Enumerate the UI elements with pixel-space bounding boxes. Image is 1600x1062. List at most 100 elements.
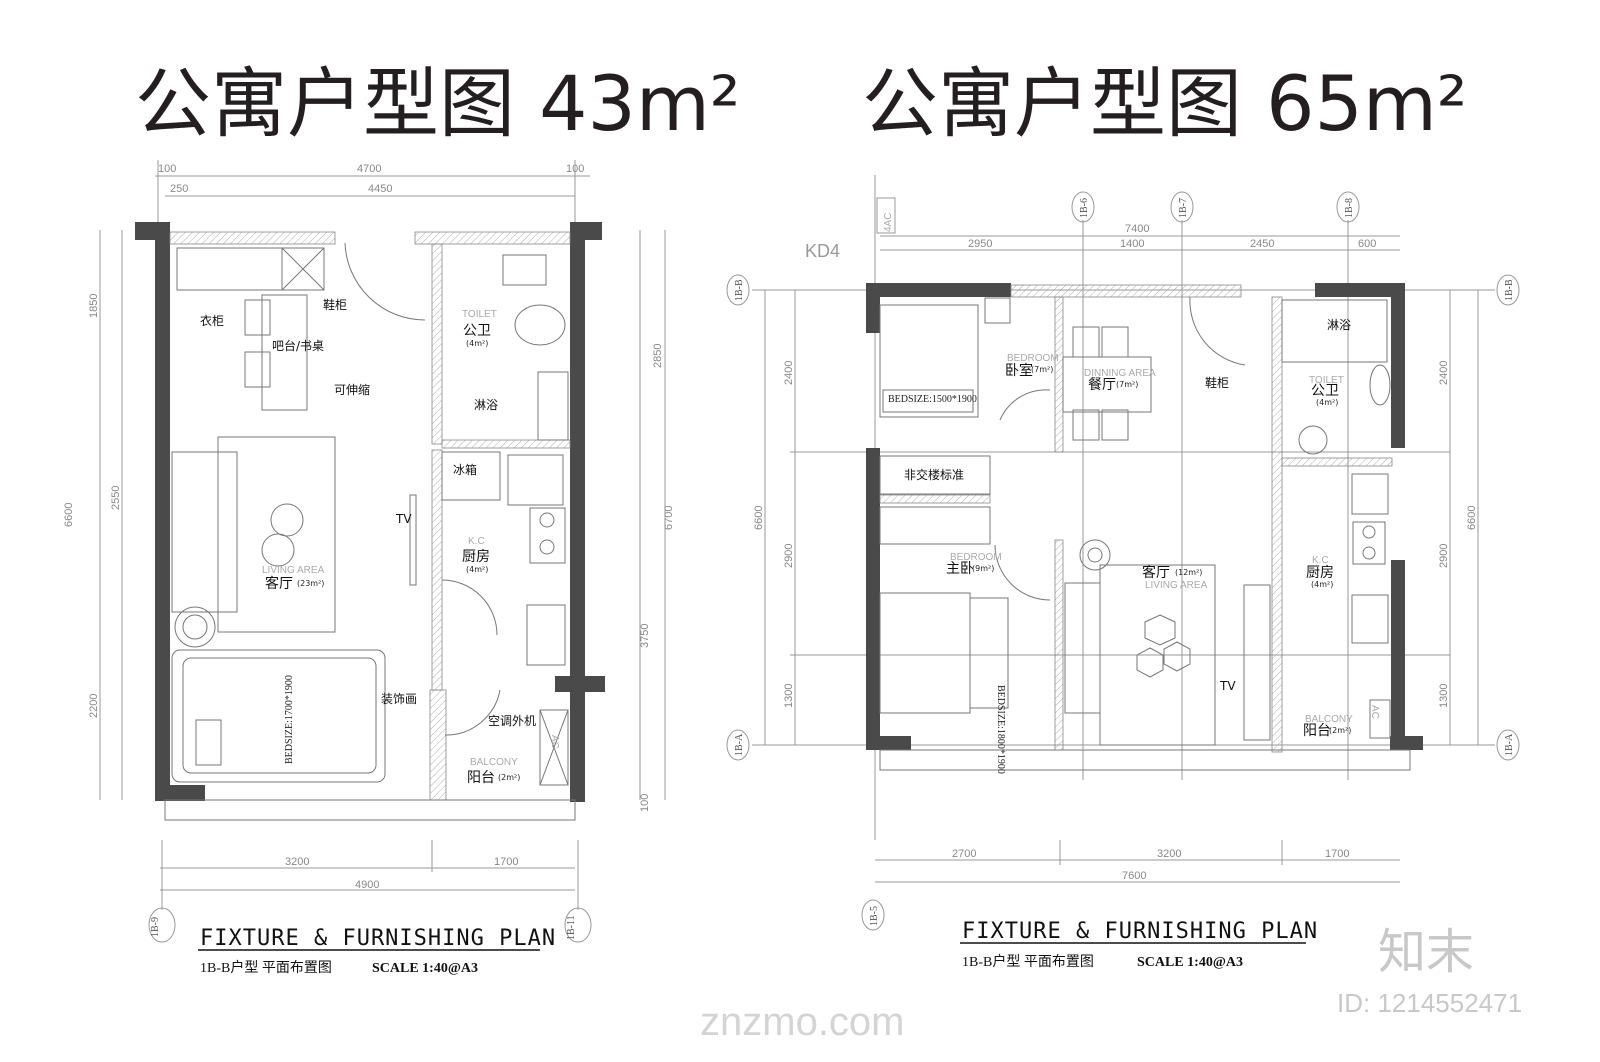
room-area: (4m²) [1316,398,1338,407]
wall-hatched [879,494,991,504]
wall [555,676,605,692]
room-label-en: TOILET [462,309,497,320]
room-label-en: K.C [1312,555,1329,566]
dim-bottom: 3200 [285,856,309,868]
room-label: 客厅 [265,575,293,592]
wall-hatched [1010,284,1242,298]
plan-title-65: 公寓户型图 65m² [862,59,1467,148]
dim-left: 2400 [783,361,795,385]
room-label: 阳台 [467,770,495,786]
room-area: (4m²) [1311,580,1333,589]
axis-bubble [861,899,885,931]
ac-label: AC [549,735,560,749]
wall-hatched [1281,457,1393,467]
bed-size: BEDSIZE:1700*1900 [284,675,295,764]
room-label: 淋浴 [474,398,498,412]
room-label-en: BEDROOM [1007,353,1059,364]
dim-left: 2900 [783,544,795,568]
dim-bottom: 4900 [355,879,379,891]
wall [1391,560,1405,750]
room-label-en: BEDROOM [950,552,1002,563]
watermark-site: znzmo.com [700,1000,905,1044]
ac-label: 4AC [883,213,894,232]
dim-bottom: 2700 [952,848,976,860]
room-label-en: TOILET [1309,375,1344,386]
dim-top: 100 [158,163,176,175]
room-label: 非交楼标准 [904,467,964,482]
axis-label: 1B-9 [150,917,161,937]
room-label: 吧台/书桌 [272,338,324,353]
room-label: 衣柜 [200,313,224,328]
watermark-logo: 知末 [1378,924,1474,980]
room-label: 鞋柜 [1205,375,1229,390]
dimension-lines [99,160,666,910]
plan-scale: SCALE 1:40@A3 [372,961,478,976]
room-label: 客厅 [1142,564,1170,581]
wall [866,736,911,750]
furniture [879,296,1391,746]
dim-right: 6600 [1466,506,1478,530]
axis-label: 1B-A [1504,733,1515,756]
plan-43: 100 4700 100 250 4450 1850 2550 6600 220… [63,160,675,976]
room-label: 厨房 [462,549,490,565]
room-label: 鞋柜 [323,297,347,312]
room-area: (2m²) [498,773,520,782]
wall-hatched [1054,296,1064,453]
dim-left: 1300 [783,684,795,708]
room-area: (12m²) [1175,568,1202,577]
plan-title-43: 公寓户型图 43m² [135,59,740,148]
room-label: 阳台 [1303,723,1331,739]
axis-label: 1B-B [734,279,745,301]
room-label: 装饰画 [381,692,417,706]
dimension-lines [752,175,1495,883]
plan-heading: FIXTURE & FURNISHING PLAN [200,926,556,951]
dim-top: 2450 [1250,238,1274,250]
axis-bubble [726,274,750,306]
axis-bubble [1496,274,1520,306]
dim-left: 2550 [110,486,122,510]
axis-label: 1B-6 [1079,198,1090,218]
room-area: (9m²) [972,564,994,573]
room-label: 餐厅 [1088,377,1116,393]
axis-label: 1B-A [734,733,745,756]
tv-label: TV [1219,679,1236,693]
wall [155,222,170,800]
dim-left: 6600 [753,506,765,530]
axis-label: 1B-7 [1178,198,1189,218]
axis-bubble [564,907,592,943]
axis-bubble [1071,191,1095,223]
dim-top: 250 [170,183,188,195]
room-label-en: BALCONY [1305,714,1353,725]
axis-bubble [1336,191,1360,223]
furniture [171,242,569,786]
wall [1390,736,1423,750]
room-label: 主卧 [946,561,974,577]
kd4-label: KD4 [805,241,840,261]
dim-right: 2850 [652,344,664,368]
room-area: (7m²) [1116,380,1138,389]
dim-top: 100 [566,163,584,175]
axis-label: 1B-5 [869,906,880,926]
room-label: 公卫 [1311,383,1339,399]
room-label: 空调外机 [488,714,536,728]
room-label: 可伸缩 [334,382,370,397]
axis-bubble [726,729,750,761]
dim-right: 2900 [1438,544,1450,568]
wall [866,283,1011,297]
ac-box [876,197,896,234]
dim-left: 1850 [88,294,100,318]
axis-bubble [1496,729,1520,761]
dim-top: 2950 [968,238,992,250]
room-label-en: BALCONY [470,757,518,768]
room-area: (23m²) [297,579,324,588]
wall-hatched [1054,539,1064,751]
tv-label: TV [395,512,412,526]
dim-top: 1400 [1120,238,1144,250]
wall [570,222,585,802]
axis-label: 1B-B [1504,279,1515,301]
watermark-id: ID: 1214552471 [1337,988,1522,1018]
room-label-en: K.C [468,536,485,547]
room-label: 厨房 [1306,565,1334,581]
plan-caption: 1B-B户型 平面布置图 [962,953,1094,970]
